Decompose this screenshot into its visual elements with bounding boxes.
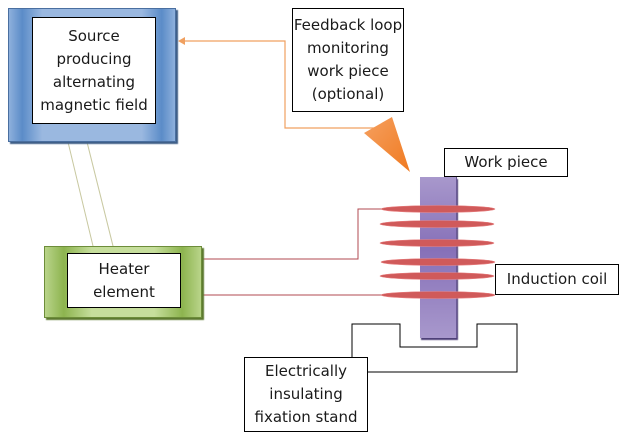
coil-turn (379, 220, 495, 228)
heater-coil-wire-top (202, 208, 382, 260)
source-label: Source producing alternating magnetic fi… (32, 17, 156, 124)
feedback-arrow-line (180, 40, 392, 129)
workpiece-label-text: Work piece (464, 153, 548, 171)
source-heater-wire-1 (67, 141, 94, 247)
coil-turn (380, 291, 496, 299)
fixation-stand-shape (351, 323, 518, 373)
workpiece-label: Work piece (444, 148, 568, 177)
coil-turn (379, 239, 495, 247)
workpiece (420, 177, 457, 338)
feedback-sensor-triangle (364, 117, 410, 172)
induction-coil-label: Induction coil (495, 264, 619, 295)
feedback-label: Feedback loop monitoring work piece (opt… (292, 8, 404, 112)
stand-label: Electrically insulating fixation stand (244, 357, 368, 432)
coil-turn (379, 272, 495, 280)
stand-label-text: Electrically insulating fixation stand (254, 362, 358, 426)
coil-turn (380, 205, 496, 213)
coil-turn (380, 258, 496, 266)
induction-coil-label-text: Induction coil (506, 270, 608, 288)
heater-label-text: Heater element (93, 259, 155, 301)
source-heater-wire-2 (86, 141, 114, 247)
source-label-text: Source producing alternating magnetic fi… (40, 26, 148, 114)
feedback-arrowhead-icon (178, 37, 185, 45)
heater-label: Heater element (67, 253, 181, 308)
feedback-label-text: Feedback loop monitoring work piece (opt… (293, 16, 403, 103)
